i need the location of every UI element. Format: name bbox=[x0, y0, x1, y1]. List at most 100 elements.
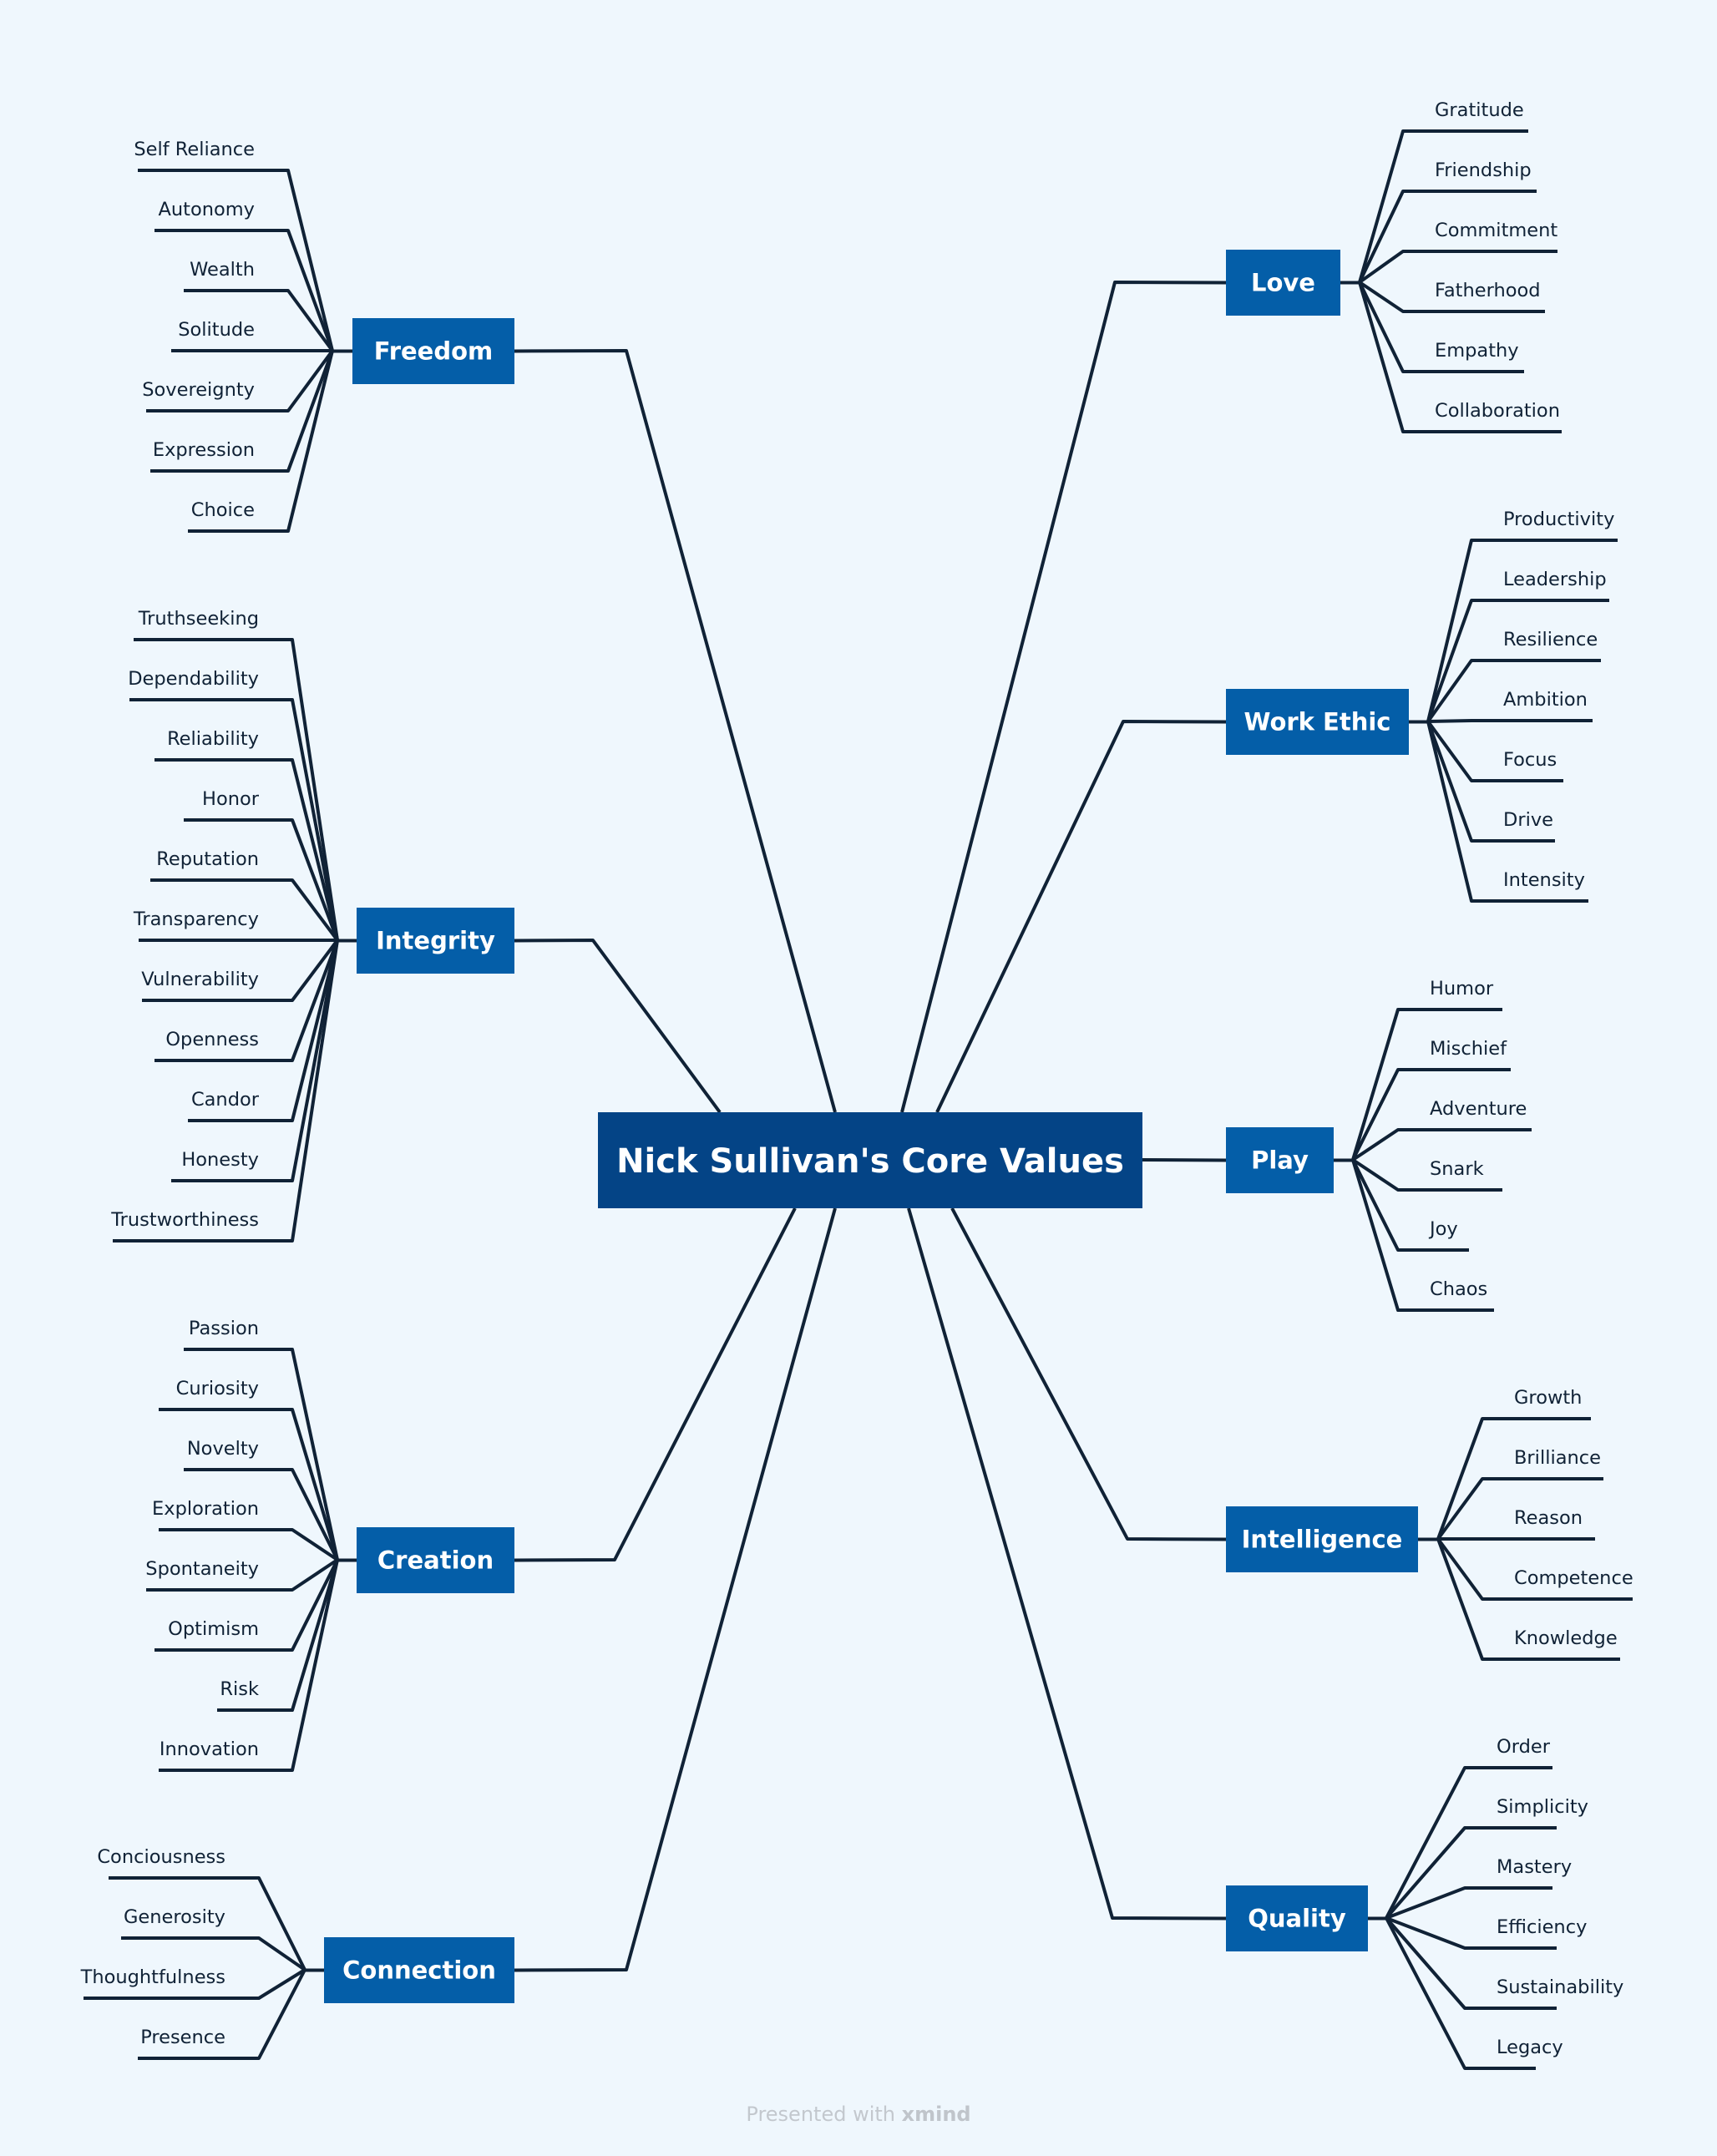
leaf-topic[interactable]: Ambition bbox=[1427, 689, 1593, 723]
connector-love bbox=[900, 281, 1227, 1113]
leaf-topic[interactable]: Solitude bbox=[171, 319, 332, 352]
main-topic-integrity[interactable]: Integrity bbox=[357, 908, 514, 974]
leaf-topic[interactable]: Trustworthiness bbox=[110, 939, 339, 1242]
main-topic-label: Love bbox=[1251, 269, 1315, 297]
leaf-label: Drive bbox=[1503, 809, 1553, 831]
main-topic-box[interactable] bbox=[352, 318, 514, 384]
leaf-topic[interactable]: Growth bbox=[1436, 1387, 1591, 1540]
leaf-topic[interactable]: Leadership bbox=[1426, 569, 1609, 722]
leaf-topic[interactable]: Brilliance bbox=[1436, 1447, 1603, 1541]
leaf-topic[interactable]: Sustainability bbox=[1385, 1916, 1623, 2010]
leaf-topic[interactable]: Exploration bbox=[152, 1498, 339, 1561]
main-topic-box[interactable] bbox=[357, 908, 514, 974]
leaf-topic[interactable]: Joy bbox=[1351, 1159, 1469, 1252]
leaf-topic[interactable]: Chaos bbox=[1351, 1159, 1494, 1312]
central-topic-box[interactable] bbox=[598, 1112, 1142, 1208]
leaf-topic[interactable]: Snark bbox=[1351, 1158, 1502, 1192]
leaf-topic[interactable]: Openness bbox=[154, 939, 339, 1062]
leaf-topic[interactable]: Gratitude bbox=[1358, 99, 1528, 283]
leaf-topic[interactable]: Candor bbox=[188, 939, 339, 1122]
leaf-topic[interactable]: Self Reliance bbox=[134, 139, 334, 352]
leaf-connector bbox=[159, 1408, 339, 1561]
main-topic-box[interactable] bbox=[1226, 1885, 1368, 1951]
leaf-topic[interactable]: Conciousness bbox=[97, 1846, 306, 1971]
leaf-topic[interactable]: Novelty bbox=[184, 1438, 339, 1561]
leaf-topic[interactable]: Intensity bbox=[1426, 721, 1588, 903]
leaf-connector bbox=[1436, 1538, 1620, 1661]
leaf-topic[interactable]: Resilience bbox=[1426, 629, 1601, 723]
main-topic-connection[interactable]: Connection bbox=[324, 1937, 514, 2003]
leaf-topic[interactable]: Empathy bbox=[1358, 281, 1524, 373]
main-topic-label: Freedom bbox=[374, 337, 494, 366]
leaf-label: Honesty bbox=[181, 1149, 259, 1171]
main-topic-box[interactable] bbox=[1226, 1127, 1334, 1193]
main-topic-box[interactable] bbox=[1226, 1506, 1418, 1572]
leaf-topic[interactable]: Passion bbox=[184, 1318, 339, 1561]
main-topic-freedom[interactable]: Freedom bbox=[352, 318, 514, 384]
connector-play bbox=[1142, 1158, 1227, 1162]
leaf-topic[interactable]: Reliability bbox=[154, 728, 339, 941]
leaf-topic[interactable]: Focus bbox=[1426, 720, 1563, 782]
leaf-label: Self Reliance bbox=[134, 139, 255, 160]
leaf-topic[interactable]: Friendship bbox=[1358, 159, 1537, 283]
leaf-topic[interactable]: Drive bbox=[1426, 721, 1555, 843]
leaf-topic[interactable]: Collaboration bbox=[1358, 281, 1562, 433]
leaf-topic[interactable]: Mastery bbox=[1385, 1856, 1572, 1920]
leaf-connector bbox=[1426, 659, 1601, 723]
leaf-connector bbox=[129, 698, 339, 941]
leaf-topic[interactable]: Efficiency bbox=[1385, 1916, 1587, 1950]
leaf-topic[interactable]: Productivity bbox=[1426, 509, 1618, 722]
leaf-label: Candor bbox=[191, 1089, 260, 1111]
leaf-topic[interactable]: Adventure bbox=[1351, 1098, 1532, 1162]
leaf-topic[interactable]: Reason bbox=[1438, 1507, 1595, 1541]
leaf-topic[interactable]: Risk bbox=[217, 1559, 339, 1712]
main-topic-intelligence[interactable]: Intelligence bbox=[1226, 1506, 1418, 1572]
leaf-topic[interactable]: Fatherhood bbox=[1358, 280, 1545, 313]
main-topic-label: Play bbox=[1251, 1146, 1309, 1175]
leaf-topic[interactable]: Transparency bbox=[133, 908, 337, 942]
main-topic-work-ethic[interactable]: Work Ethic bbox=[1226, 689, 1409, 755]
leaf-topic[interactable]: Knowledge bbox=[1436, 1538, 1620, 1661]
leaf-topic[interactable]: Humor bbox=[1351, 978, 1502, 1161]
leaf-topic[interactable]: Generosity bbox=[121, 1906, 306, 1971]
leaf-topic[interactable]: Legacy bbox=[1385, 1917, 1563, 2070]
leaf-topic[interactable]: Simplicity bbox=[1385, 1796, 1588, 1920]
leaf-topic[interactable]: Competence bbox=[1436, 1537, 1633, 1601]
main-topic-creation[interactable]: Creation bbox=[357, 1527, 514, 1593]
leaf-connector bbox=[1358, 281, 1524, 373]
leaf-topic[interactable]: Honesty bbox=[171, 939, 339, 1182]
main-topic-quality[interactable]: Quality bbox=[1226, 1885, 1368, 1951]
leaf-topic[interactable]: Expression bbox=[150, 350, 334, 473]
main-topic-box[interactable] bbox=[1226, 689, 1409, 755]
leaf-topic[interactable]: Truthseeking bbox=[134, 608, 339, 941]
leaf-label: Transparency bbox=[133, 908, 259, 930]
leaf-topic[interactable]: Optimism bbox=[154, 1559, 339, 1652]
main-topic-box[interactable] bbox=[357, 1527, 514, 1593]
xmind-logo: xmind bbox=[901, 2103, 971, 2126]
leaf-topic[interactable]: Choice bbox=[188, 350, 334, 533]
leaf-topic[interactable]: Wealth bbox=[184, 259, 334, 352]
leaf-topic[interactable]: Spontaneity bbox=[145, 1558, 339, 1592]
leaf-topic[interactable]: Curiosity bbox=[159, 1378, 339, 1561]
leaf-topic[interactable]: Dependability bbox=[128, 668, 339, 941]
central-topic[interactable]: Nick Sullivan's Core Values bbox=[598, 1112, 1142, 1208]
leaf-connector bbox=[150, 878, 339, 942]
leaf-topic[interactable]: Honor bbox=[184, 788, 339, 941]
leaf-label: Innovation bbox=[160, 1738, 259, 1760]
leaf-topic[interactable]: Autonomy bbox=[154, 199, 334, 352]
leaf-label: Productivity bbox=[1503, 509, 1614, 530]
leaf-topic[interactable]: Thoughtfulness bbox=[80, 1966, 306, 2000]
main-topic-box[interactable] bbox=[324, 1937, 514, 2003]
leaf-topic[interactable]: Reputation bbox=[150, 848, 339, 942]
leaf-label: Order bbox=[1497, 1736, 1551, 1758]
main-topic-play[interactable]: Play bbox=[1226, 1127, 1334, 1193]
leaf-topic[interactable]: Order bbox=[1385, 1736, 1552, 1919]
leaf-topic[interactable]: Commitment bbox=[1358, 220, 1557, 284]
main-topic-love[interactable]: Love bbox=[1226, 250, 1340, 316]
leaf-topic[interactable]: Mischief bbox=[1351, 1038, 1511, 1161]
leaf-topic[interactable]: Vulnerability bbox=[141, 939, 339, 1002]
leaf-topic[interactable]: Sovereignty bbox=[142, 349, 334, 412]
main-topic-box[interactable] bbox=[1226, 250, 1340, 316]
leaf-topic[interactable]: Innovation bbox=[159, 1559, 339, 1772]
leaf-topic[interactable]: Presence bbox=[138, 1969, 306, 2060]
